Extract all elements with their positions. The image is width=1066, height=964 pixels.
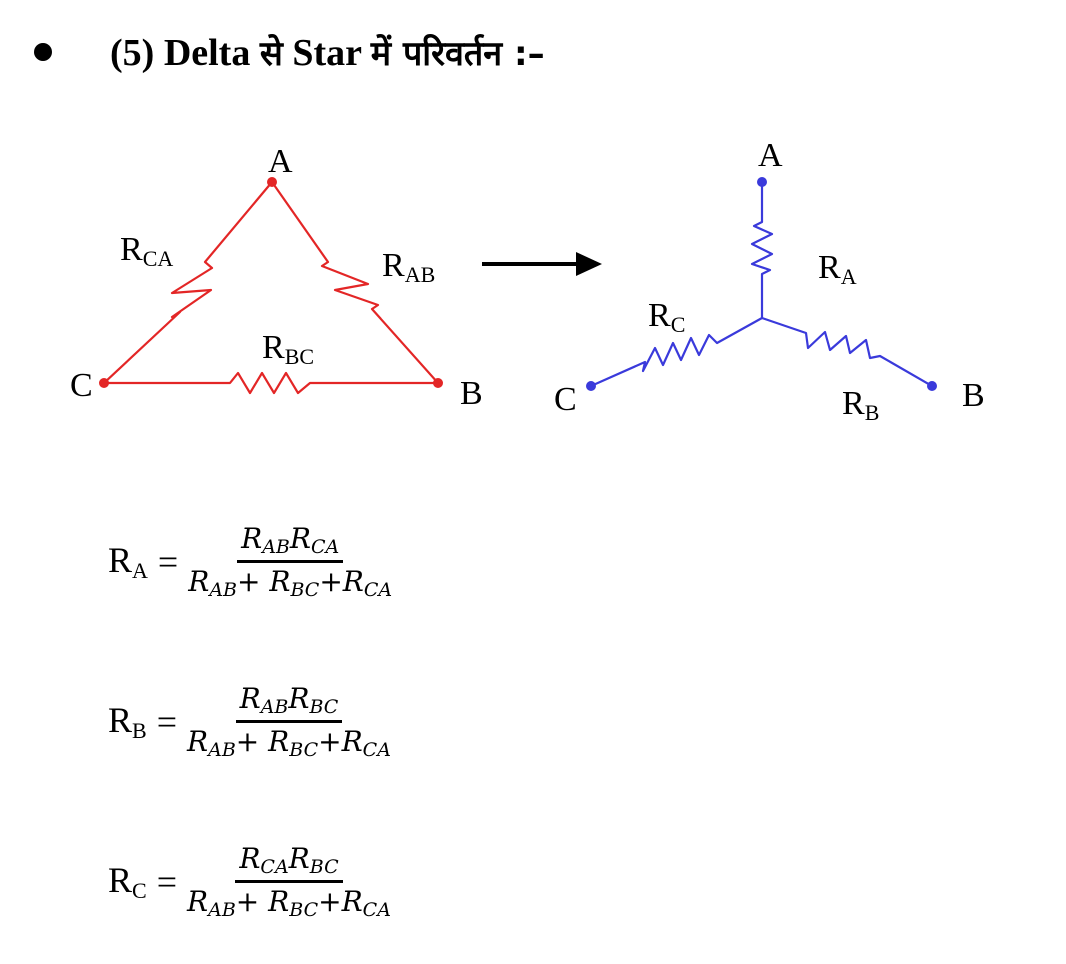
delta-label-c: C: [70, 367, 93, 404]
star-wire-b: [761, 316, 933, 387]
delta-label-b: B: [460, 375, 483, 412]
formula-ra-numerator: RABRCA: [237, 522, 344, 563]
conversion-arrow: [482, 252, 602, 276]
formula-rb-numerator: RABRBC: [235, 682, 343, 723]
formula-ra: RA = RABRCA RAB+ RBC+RCA: [108, 522, 396, 601]
heading-delta: Delta: [163, 32, 251, 74]
formula-rc-lhs: RC: [108, 860, 147, 903]
formula-rb: RB = RABRBC RAB+ RBC+RCA: [108, 682, 395, 761]
formula-rc-denominator: RAB+ RBC+RCA: [187, 885, 391, 921]
star-label-c: C: [554, 381, 577, 418]
star-label-rc: RC: [648, 297, 685, 337]
star-node-b: [927, 381, 937, 391]
equals-sign: =: [156, 701, 178, 742]
star-label-rb: RB: [842, 385, 879, 425]
delta-node-b: [433, 378, 443, 388]
formula-rb-denominator: RAB+ RBC+RCA: [187, 725, 391, 761]
delta-wire-ca: [103, 181, 273, 384]
delta-label-rab: RAB: [382, 247, 435, 287]
star-wire-c: [590, 317, 763, 388]
star-node-c: [586, 381, 596, 391]
formula-ra-lhs: RA: [108, 540, 148, 583]
heading-hindi-conversion: में परिवर्तन :–: [370, 34, 545, 74]
star-label-ra: RA: [818, 249, 857, 289]
delta-star-diagram: A B C RCA RAB RBC A B C RA RC RB: [70, 137, 985, 425]
bullet-icon: [34, 43, 52, 61]
equals-sign: =: [156, 861, 178, 902]
delta-network: [103, 181, 439, 395]
star-label-a: A: [758, 137, 783, 174]
formula-rb-fraction: RABRBC RAB+ RBC+RCA: [183, 682, 395, 761]
formula-ra-fraction: RABRCA RAB+ RBC+RCA: [184, 522, 396, 601]
heading-star: Star: [292, 32, 362, 74]
formula-rc: RC = RCARBC RAB+ RBC+RCA: [108, 842, 395, 921]
formula-rb-lhs: RB: [108, 700, 147, 743]
star-wire-a: [750, 182, 774, 318]
delta-label-rca: RCA: [120, 231, 173, 271]
formula-ra-denominator: RAB+ RBC+RCA: [188, 565, 393, 601]
equals-sign: =: [157, 541, 179, 582]
star-network: [590, 182, 933, 388]
delta-label-a: A: [268, 143, 293, 180]
formula-rc-fraction: RCARBC RAB+ RBC+RCA: [183, 842, 395, 921]
delta-node-c: [99, 378, 109, 388]
heading-row: (5) Delta से Star में परिवर्तन :–: [28, 22, 545, 82]
delta-node-a: [267, 177, 277, 187]
page-title: (5) Delta से Star में परिवर्तन :–: [110, 29, 545, 75]
star-node-a: [757, 177, 767, 187]
formula-rc-numerator: RCARBC: [235, 842, 343, 883]
delta-label-rbc: RBC: [262, 329, 314, 369]
heading-hindi-se: से: [259, 34, 283, 74]
delta-wire-bc: [104, 371, 438, 395]
delta-wire-ab: [271, 181, 439, 384]
star-label-b: B: [962, 377, 985, 414]
heading-number: (5): [110, 32, 155, 74]
